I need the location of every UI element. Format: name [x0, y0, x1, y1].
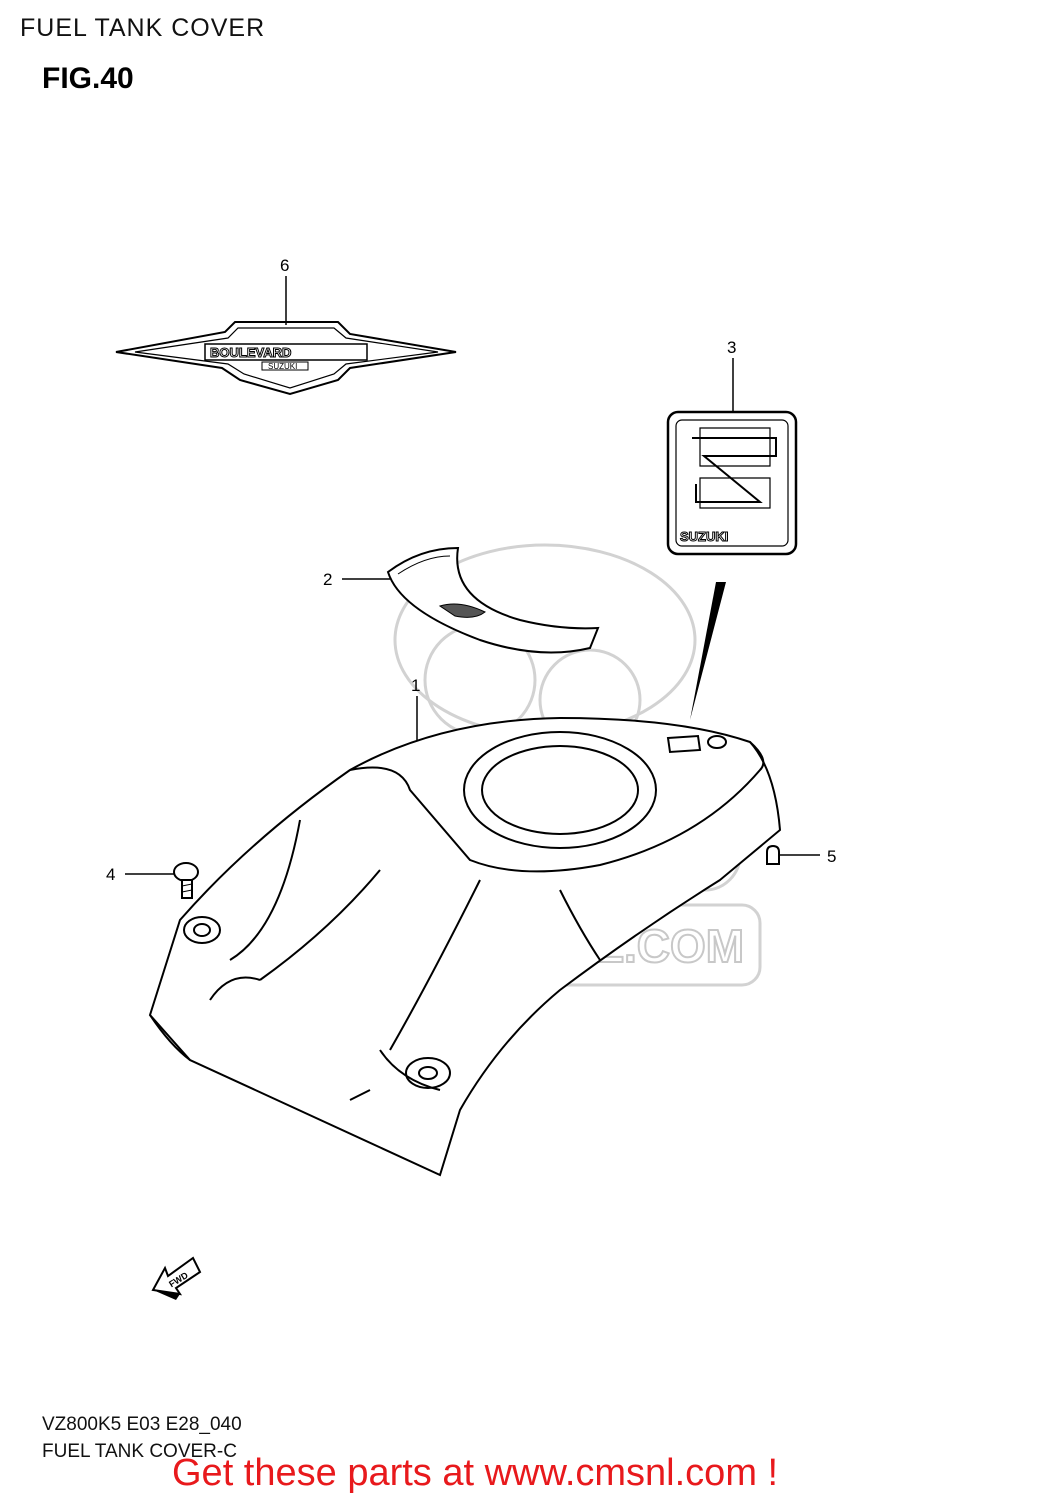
part-1-fuel-tank-cover[interactable] [148, 696, 782, 1177]
order-parts-link[interactable]: Get these parts at www.cmsnl.com ! [172, 1452, 779, 1494]
callout-6: 6 [280, 256, 289, 275]
pointer-wedge [690, 582, 726, 720]
diagram-caption: FUEL TANK COVER-C [42, 1441, 237, 1462]
boulevard-text: BOULEVARD [210, 345, 291, 360]
callout-2: 2 [323, 570, 332, 589]
part-6-boulevard-emblem[interactable]: BOULEVARD SUZUKI [115, 276, 457, 396]
part-5-cushion[interactable] [766, 844, 820, 865]
boulevard-subtext: SUZUKI [268, 362, 297, 371]
part-3-suzuki-emblem[interactable]: SUZUKI [666, 358, 798, 556]
suzuki-text: SUZUKI [680, 529, 728, 544]
callout-5: 5 [827, 847, 836, 866]
part-2-tank-emblem-plate[interactable] [342, 546, 600, 654]
callout-1: 1 [411, 676, 420, 695]
figure-label: FIG.40 [42, 62, 134, 95]
model-code: VZ800K5 E03 E28_040 [42, 1414, 242, 1435]
page-title: FUEL TANK COVER [20, 14, 266, 42]
forward-arrow-icon: FWD [151, 1256, 202, 1300]
callout-3: 3 [727, 338, 736, 357]
callout-4: 4 [106, 865, 115, 884]
part-4-screw[interactable] [125, 862, 199, 899]
